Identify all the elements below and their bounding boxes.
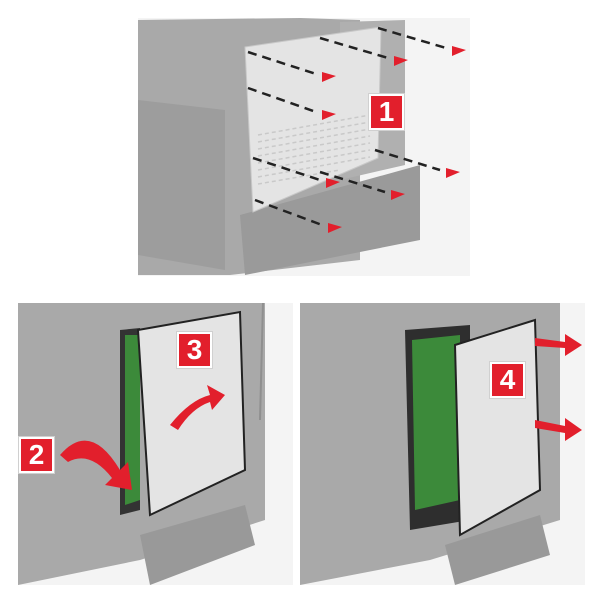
figure-steps-2-3 [18, 302, 293, 585]
step-4-badge: 4 [490, 362, 525, 398]
step-1-badge: 1 [369, 94, 404, 130]
figure-step-4 [300, 303, 585, 585]
step-2-badge: 2 [19, 437, 54, 473]
figure-step-1 [138, 18, 470, 276]
step-3-badge: 3 [177, 332, 212, 368]
